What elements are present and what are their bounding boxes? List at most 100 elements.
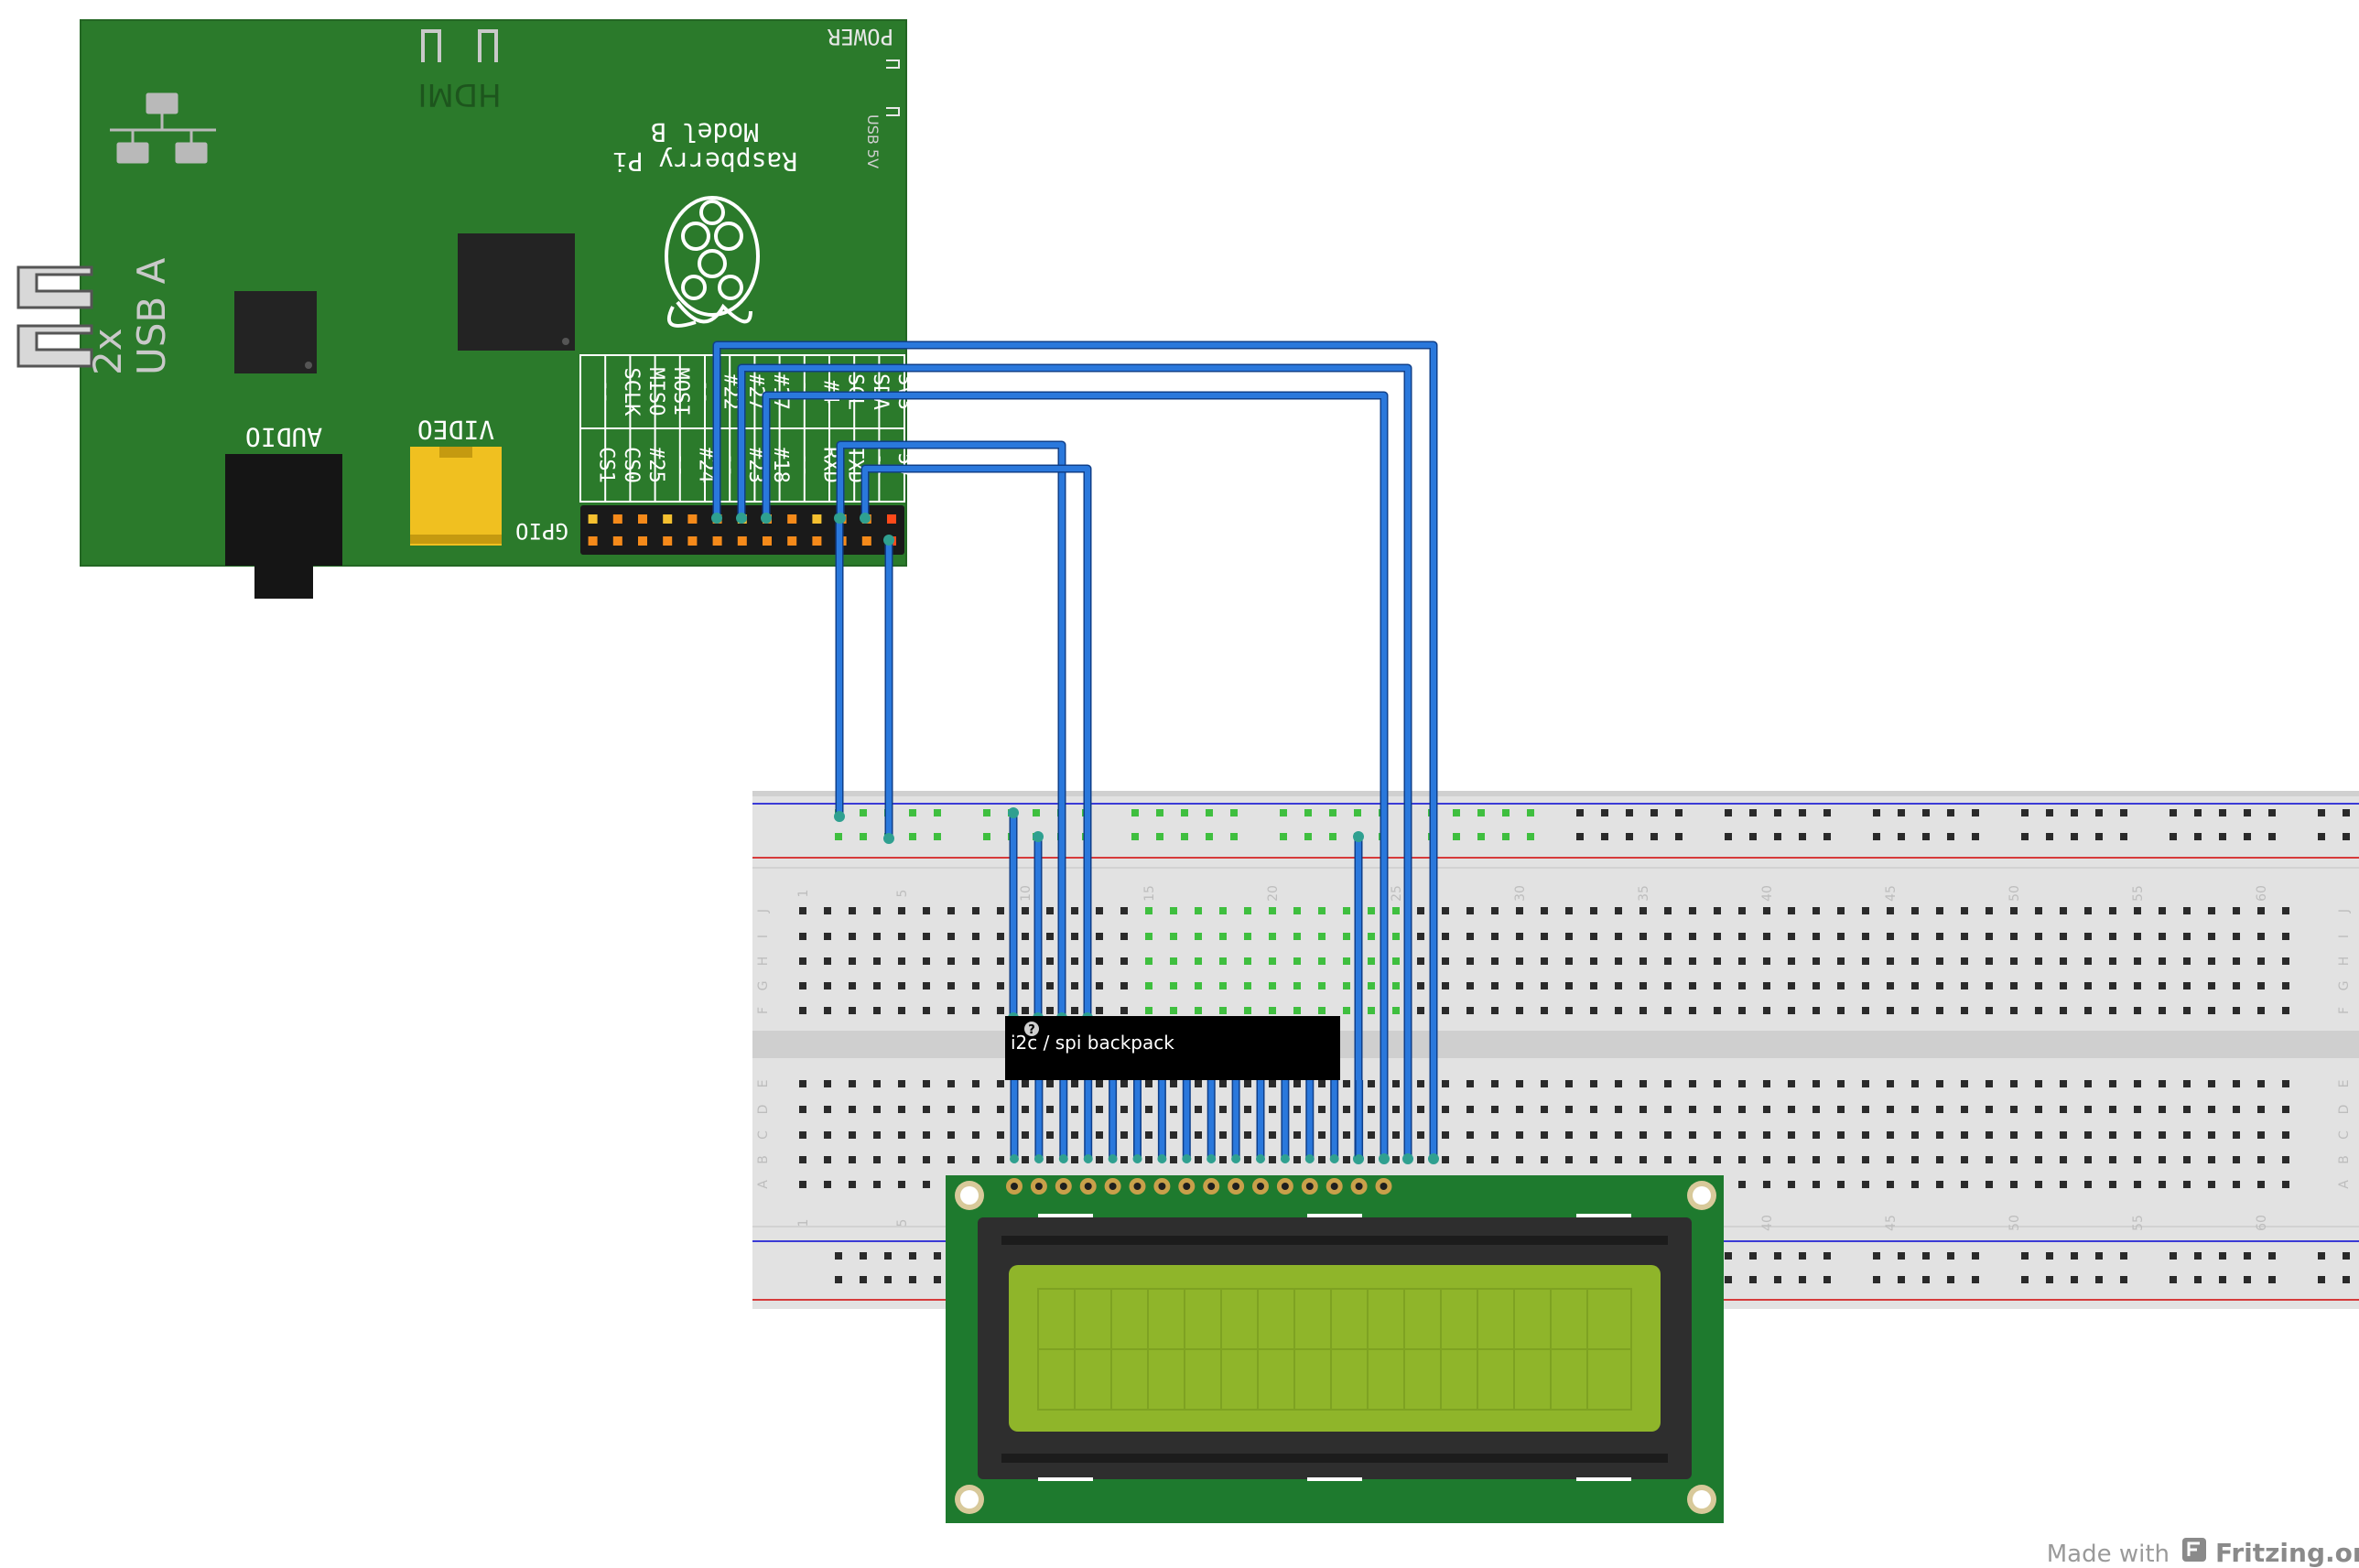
- breadboard-hole: [1541, 1156, 1548, 1163]
- breadboard-hole: [2159, 982, 2166, 989]
- rail-hole: [2120, 809, 2127, 816]
- breadboard-hole: [2257, 1131, 2265, 1139]
- breadboard-hole: [2282, 1080, 2289, 1087]
- rail-hole: [1650, 809, 1658, 816]
- breadboard-hole: [873, 907, 881, 914]
- breadboard-hole: [898, 982, 905, 989]
- audio-label: AUDIO: [245, 422, 322, 452]
- breadboard-hole: [923, 933, 930, 940]
- breadboard-hole: [1269, 933, 1276, 940]
- breadboard-hole: [2159, 1080, 2166, 1087]
- breadboard-hole: [1565, 1106, 1573, 1113]
- gpio-pin: [787, 514, 797, 524]
- breadboard-hole: [997, 982, 1004, 989]
- rail-hole: [1329, 833, 1336, 840]
- breadboard-hole: [2060, 1106, 2067, 1113]
- breadboard-hole: [1516, 957, 1523, 965]
- breadboard-hole: [2060, 907, 2067, 914]
- breadboard-hole: [1936, 982, 1943, 989]
- breadboard-hole: [1046, 907, 1054, 914]
- breadboard-hole: [1911, 933, 1919, 940]
- breadboard-hole: [1813, 1131, 1820, 1139]
- breadboard-hole: [2109, 907, 2116, 914]
- wire-end: [1058, 1154, 1068, 1163]
- rail-hole: [2120, 1252, 2127, 1260]
- breadboard-hole: [1813, 1080, 1820, 1087]
- breadboard-hole: [1763, 1131, 1770, 1139]
- hdmi-connector: [421, 29, 498, 62]
- rail-hole: [1576, 833, 1584, 840]
- breadboard-hole: [1862, 1156, 1869, 1163]
- row-letter-label: I: [2337, 935, 2352, 938]
- breadboard-hole: [2134, 1080, 2141, 1087]
- breadboard-hole: [1738, 1181, 1746, 1188]
- breadboard-hole: [873, 1131, 881, 1139]
- breadboard-hole: [799, 1106, 806, 1113]
- video-jack: [410, 447, 502, 546]
- breadboard-hole: [799, 957, 806, 965]
- rail-hole: [1675, 809, 1683, 816]
- breadboard-hole: [997, 907, 1004, 914]
- breadboard-hole: [1961, 1156, 1968, 1163]
- breadboard-hole: [898, 933, 905, 940]
- breadboard-hole: [2282, 907, 2289, 914]
- breadboard-hole: [1343, 982, 1350, 989]
- rail-hole: [1206, 809, 1213, 816]
- breadboard-hole: [1096, 933, 1103, 940]
- rail-hole: [1576, 809, 1584, 816]
- breadboard-hole: [1788, 1080, 1795, 1087]
- breadboard-hole: [2084, 933, 2092, 940]
- rail-hole: [1749, 1252, 1757, 1260]
- breadboard-hole: [1392, 907, 1400, 914]
- breadboard-hole: [1269, 1106, 1276, 1113]
- breadboard-hole: [799, 1156, 806, 1163]
- breadboard-hole: [1071, 1106, 1078, 1113]
- breadboard-hole: [824, 1080, 831, 1087]
- breadboard-hole: [1046, 1080, 1054, 1087]
- breadboard-hole: [2060, 1131, 2067, 1139]
- wire-end: [1402, 1153, 1413, 1164]
- rail-hole: [1823, 1252, 1831, 1260]
- column-number-label: 5: [895, 1219, 910, 1227]
- rail-hole: [860, 833, 867, 840]
- rail-hole: [2194, 1276, 2202, 1283]
- breadboard-hole: [873, 1007, 881, 1014]
- breadboard-hole: [898, 1007, 905, 1014]
- breadboard-hole: [1145, 1007, 1152, 1014]
- breadboard-hole: [1466, 1106, 1474, 1113]
- breadboard-hole: [972, 982, 979, 989]
- breadboard-hole: [1837, 1181, 1845, 1188]
- breadboard-hole: [1343, 1131, 1350, 1139]
- breadboard-holes: [799, 809, 2350, 1283]
- breadboard-hole: [1392, 982, 1400, 989]
- breadboard-hole: [1368, 1156, 1375, 1163]
- breadboard-hole: [2183, 907, 2191, 914]
- breadboard-hole: [1244, 933, 1251, 940]
- breadboard-hole: [1368, 1131, 1375, 1139]
- wire-end: [1207, 1154, 1217, 1163]
- breadboard-hole: [1170, 1131, 1177, 1139]
- breadboard-hole: [1071, 933, 1078, 940]
- breadboard-hole: [1738, 1080, 1746, 1087]
- breadboard-hole: [2159, 1131, 2166, 1139]
- gpio-pin: [663, 514, 673, 524]
- breadboard-hole: [1170, 907, 1177, 914]
- rail-hole: [835, 833, 842, 840]
- breadboard-hole: [1590, 1131, 1597, 1139]
- breadboard-hole: [1516, 1156, 1523, 1163]
- usb-connector: [16, 265, 93, 368]
- breadboard-hole: [1195, 1080, 1202, 1087]
- breadboard-hole: [2233, 1181, 2240, 1188]
- breadboard-hole: [1466, 1156, 1474, 1163]
- breadboard-hole: [1269, 1156, 1276, 1163]
- video-label: VIDEO: [417, 415, 494, 445]
- breadboard-hole: [1466, 1080, 1474, 1087]
- breadboard-hole: [1293, 1106, 1301, 1113]
- rail-hole: [1206, 833, 1213, 840]
- breadboard-hole: [923, 1007, 930, 1014]
- wire-end: [736, 513, 747, 524]
- breadboard-hole: [873, 1080, 881, 1087]
- breadboard-hole: [2208, 1131, 2215, 1139]
- breadboard-hole: [1986, 1007, 1993, 1014]
- breadboard-hole: [799, 1131, 806, 1139]
